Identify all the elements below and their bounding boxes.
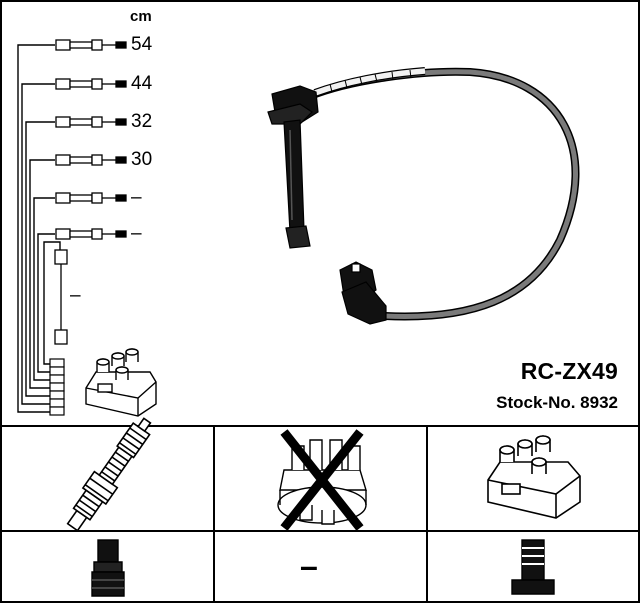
angled-boot-icon bbox=[339, 261, 387, 325]
distributor-cap-crossed-icon bbox=[277, 429, 367, 531]
spark-plug-icon bbox=[66, 417, 152, 532]
length-label-4: 30 bbox=[131, 149, 153, 170]
lead-terminals bbox=[55, 39, 127, 240]
length-label-3: 32 bbox=[131, 111, 153, 132]
lead-schematic bbox=[17, 44, 61, 413]
straight-boot-icon bbox=[267, 85, 319, 249]
coil-boot-icon bbox=[511, 539, 555, 595]
length-label-2: 44 bbox=[131, 73, 153, 94]
cap-boot-none-label: – bbox=[300, 548, 318, 584]
stock-number: Stock-No. 8932 bbox=[496, 393, 618, 412]
length-label-5: – bbox=[131, 187, 142, 208]
coil-terminal-stubs bbox=[49, 358, 65, 416]
length-unit-label: cm bbox=[130, 8, 152, 25]
length-label-6: – bbox=[131, 223, 142, 244]
coil-lead-length-label: – bbox=[70, 285, 81, 306]
ignition-coil-icon bbox=[487, 435, 581, 519]
coil-lead bbox=[54, 249, 68, 345]
model-number: RC-ZX49 bbox=[520, 358, 618, 384]
length-label-1: 54 bbox=[131, 34, 153, 55]
plug-boot-icon bbox=[91, 539, 125, 597]
coil-small-icon bbox=[85, 348, 157, 417]
ignition-cable-illustration bbox=[267, 67, 580, 325]
